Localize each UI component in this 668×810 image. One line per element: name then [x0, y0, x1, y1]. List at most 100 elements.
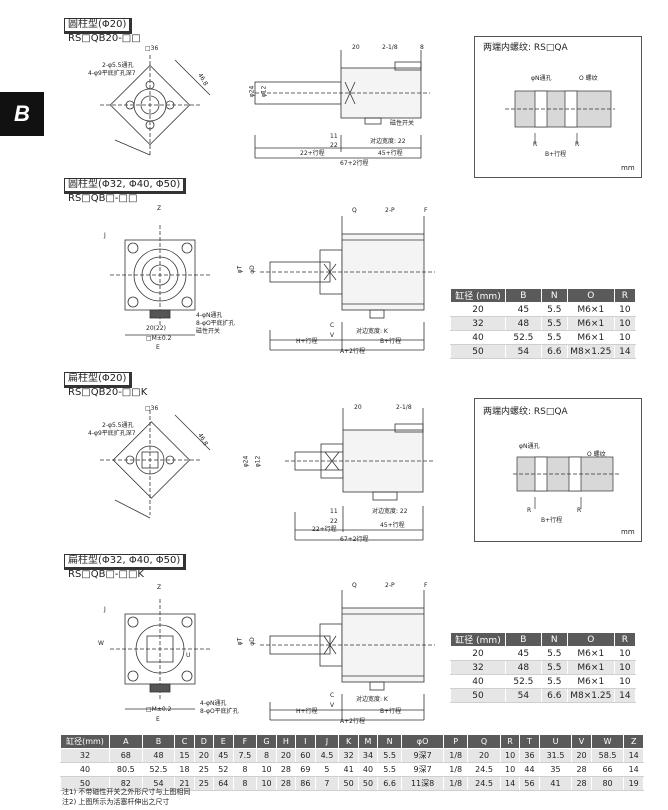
- dim-phi-d-b: φD: [248, 637, 256, 646]
- cell: 66: [590, 762, 625, 777]
- col-header: K: [338, 734, 359, 749]
- dim-phi-t: φT: [236, 265, 244, 274]
- dim-67-2stroke: 67+2行程: [340, 160, 369, 167]
- cell: 1/8: [443, 748, 469, 763]
- col-header: P: [443, 734, 469, 749]
- cell: 80: [590, 776, 625, 791]
- rod-end-box-title: 两端内螺纹: RS□QA: [483, 43, 568, 53]
- label-o-thread: O 螺纹: [579, 75, 598, 82]
- dim-c-b: C: [330, 692, 335, 699]
- dim-20: 20: [352, 44, 360, 51]
- dim-2-p-b: 2-P: [385, 582, 395, 589]
- section-title-2: 圆柱型(Φ32, Φ40, Φ50): [64, 178, 187, 194]
- cell: M6×1: [566, 302, 615, 317]
- dim-j-b: J: [104, 606, 106, 613]
- cell: M6×1: [566, 674, 615, 689]
- dim-c: C: [330, 322, 335, 329]
- cell: M6×1: [566, 316, 615, 331]
- dim-m-square: □M±0.2: [146, 335, 172, 342]
- cell: 28: [571, 762, 592, 777]
- cell: 5.5: [377, 762, 403, 777]
- col-header: N: [540, 288, 568, 303]
- dim-f-b: F: [424, 582, 428, 589]
- cell: 20: [450, 646, 506, 661]
- col-header: R: [613, 288, 637, 303]
- note-1: 注1) 不带磁性开关之外形尺寸与上图相同: [62, 788, 191, 796]
- cell: 48: [141, 748, 176, 763]
- front-view-drawing-4: [110, 599, 210, 710]
- col-header: I: [295, 734, 316, 749]
- col-header: R: [499, 734, 521, 749]
- dim-u: U: [186, 652, 191, 659]
- cell: 54: [505, 688, 542, 703]
- dim-22-b: 22: [330, 518, 338, 525]
- rod-end-section-drawing: [513, 456, 619, 509]
- col-header: 缸径(mm): [60, 734, 110, 749]
- cell: 6.6: [540, 344, 568, 359]
- cell: 45: [505, 646, 542, 661]
- cell: 52: [213, 762, 234, 777]
- cell: 20: [467, 748, 501, 763]
- cell: 5.5: [540, 302, 568, 317]
- cell: 20: [275, 748, 297, 763]
- dim-h-stroke: H+行程: [296, 338, 318, 345]
- note-2: 注2) 上图所示为活塞杆伸出之尺寸: [62, 798, 170, 806]
- cell: 19: [623, 776, 644, 791]
- label-flat-width-b: 对边宽度: 22: [372, 508, 408, 515]
- dim-phi-12-b: φ12: [254, 455, 262, 468]
- cell: 10: [613, 646, 637, 661]
- cell: 60: [295, 748, 316, 763]
- col-header: F: [232, 734, 258, 749]
- dim-j: J: [104, 232, 106, 239]
- cell: 1/8: [443, 776, 469, 791]
- side-view-drawing-1: [254, 50, 430, 159]
- dim-b-stroke-b: B+行程: [380, 708, 402, 715]
- cell: 50: [357, 776, 379, 791]
- cell: 40: [357, 762, 379, 777]
- cell: 8: [232, 762, 258, 777]
- col-header: B: [505, 288, 542, 303]
- cell: 80.5: [109, 762, 143, 777]
- col-header: 缸径 (mm): [450, 632, 506, 647]
- cell: M6×1: [566, 660, 615, 675]
- col-header: R: [613, 632, 637, 647]
- cell: 5.5: [377, 748, 403, 763]
- cell: 14: [613, 344, 637, 359]
- dim-20-b: 20: [354, 404, 362, 411]
- cell: 5.5: [540, 330, 568, 345]
- cell: 68: [109, 748, 143, 763]
- cell: M8×1.25: [566, 688, 615, 703]
- cell: 32: [60, 748, 110, 763]
- dim-r-right: R: [577, 507, 582, 514]
- dim-q-b: Q: [352, 582, 357, 589]
- cell: 18: [174, 762, 195, 777]
- cell: 10: [256, 762, 277, 777]
- cell: 34: [357, 748, 379, 763]
- dim-b-stroke: B+行程: [545, 151, 567, 158]
- cell: 11深8: [401, 776, 445, 791]
- cell: 31.5: [538, 748, 573, 763]
- cell: 9深7: [401, 762, 445, 777]
- dim-22: 22: [330, 142, 338, 149]
- cell: 54: [141, 776, 176, 791]
- label-n-through-hole: 4-φN通孔: [196, 312, 223, 319]
- dim-e: E: [156, 344, 160, 351]
- dim-v: V: [330, 332, 335, 339]
- col-header: D: [193, 734, 215, 749]
- dim-r-left: R: [533, 141, 538, 148]
- side-view-drawing-4: [260, 590, 435, 721]
- col-header: V: [571, 734, 592, 749]
- col-header: Q: [467, 734, 501, 749]
- col-header: O: [566, 288, 615, 303]
- cell: 10: [613, 660, 637, 675]
- col-header: B: [141, 734, 176, 749]
- cell: M6×1: [566, 646, 615, 661]
